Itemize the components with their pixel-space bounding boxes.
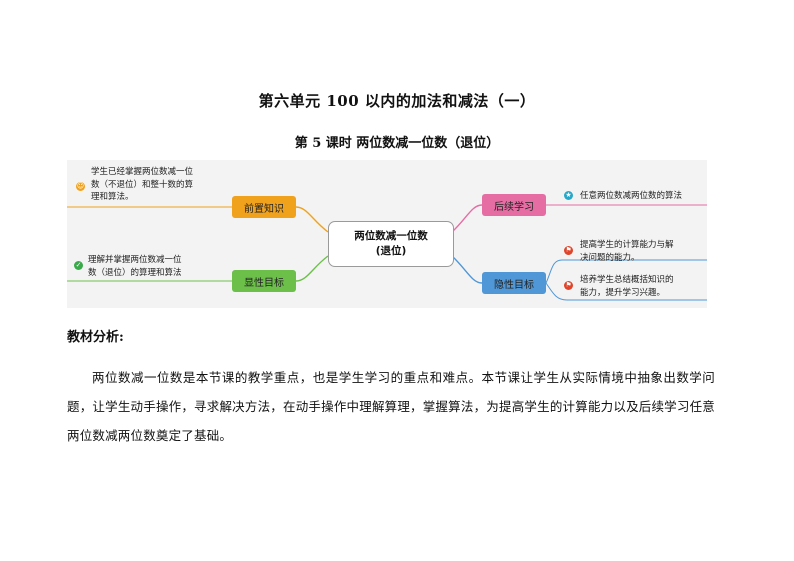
branch-prior-knowledge: 前置知识 [232, 196, 296, 218]
center-node: 两位数减一位数 (退位) [328, 221, 454, 267]
leaf-implicit-2: 培养学生总结概括知识的 能力，提升学习兴趣。 [580, 275, 674, 298]
center-line2: (退位) [375, 245, 407, 257]
leaf-follow: 任意两位数减两位数的算法 [580, 191, 683, 201]
branch-explicit-goal: 显性目标 [232, 270, 296, 292]
link-center-implicit [451, 255, 483, 284]
link-center-prior [295, 206, 329, 233]
flag-icon: ⚑ [564, 246, 573, 255]
link-implicit-leaf1 [545, 259, 707, 284]
check-icon: ✓ [74, 261, 83, 270]
lesson-title: 第 5 课时 两位数减一位数（退位） [294, 136, 500, 151]
analysis-heading: 教材分析: [67, 330, 124, 345]
analysis-paragraph: 两位数减一位数是本节课的教学重点，也是学生学习的重点和难点。本节课让学生从实际情… [67, 370, 715, 443]
leaf-prior: 学生已经掌握两位数减一位 数（不退位）和整十数的算 理和算法。 [91, 167, 194, 202]
branch-implicit-goal: 隐性目标 [482, 272, 546, 294]
mind-map-links [67, 204, 707, 301]
mind-map: 两位数减一位数 (退位) 前置知识 显性目标 后续学习 隐性目标 ☺ 学生已经掌… [67, 160, 707, 308]
link-center-explicit [295, 255, 329, 282]
flag-icon: ⚑ [564, 281, 573, 290]
leaf-implicit-1: 提高学生的计算能力与解 决问题的能力。 [580, 240, 674, 263]
smile-icon: ☺ [76, 182, 85, 191]
unit-title: 第六单元 100 以内的加法和减法（一） [258, 92, 536, 110]
star-icon: ★ [564, 191, 573, 200]
center-line1: 两位数减一位数 [354, 230, 428, 242]
branch-follow-up: 后续学习 [482, 194, 546, 216]
leaf-explicit: 理解并掌握两位数减一位 数（退位）的算理和算法 [88, 255, 182, 278]
link-implicit-leaf2 [545, 282, 707, 301]
link-center-follow [451, 204, 483, 233]
